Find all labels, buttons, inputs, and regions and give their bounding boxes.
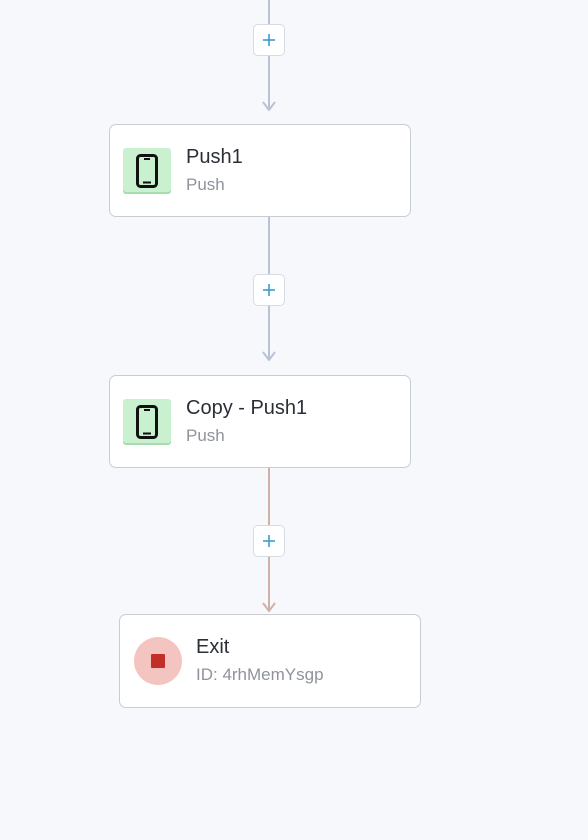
journey-node-copy-push1[interactable]: Copy - Push1 Push bbox=[109, 375, 411, 468]
connector-line bbox=[268, 217, 270, 274]
node-subtitle: Push bbox=[186, 426, 225, 445]
push-node-icon bbox=[123, 148, 171, 194]
plus-icon bbox=[263, 34, 275, 46]
node-title: Copy - Push1 bbox=[186, 397, 308, 419]
add-step-button[interactable] bbox=[253, 525, 285, 557]
node-subtitle: Push bbox=[186, 175, 225, 194]
node-title: Push1 bbox=[186, 146, 243, 168]
node-title: Exit bbox=[196, 636, 230, 658]
plus-icon bbox=[263, 284, 275, 296]
arrow-down-icon bbox=[262, 351, 276, 361]
node-subtitle: ID: 4rhMemYsgp bbox=[196, 665, 324, 684]
connector-line bbox=[268, 306, 270, 358]
push-node-icon bbox=[123, 399, 171, 445]
arrow-down-icon bbox=[262, 602, 276, 612]
connector-line bbox=[268, 468, 270, 525]
arrow-down-icon bbox=[262, 101, 276, 111]
stop-icon bbox=[151, 654, 165, 668]
journey-node-push1[interactable]: Push1 Push bbox=[109, 124, 411, 217]
journey-node-exit[interactable]: Exit ID: 4rhMemYsgp bbox=[119, 614, 421, 708]
connector-line bbox=[268, 557, 270, 609]
add-step-button[interactable] bbox=[253, 24, 285, 56]
plus-icon bbox=[263, 535, 275, 547]
add-step-button[interactable] bbox=[253, 274, 285, 306]
exit-node-icon bbox=[134, 637, 182, 685]
mobile-phone-icon bbox=[136, 154, 158, 188]
connector-line bbox=[268, 0, 270, 24]
connector-line bbox=[268, 56, 270, 108]
mobile-phone-icon bbox=[136, 405, 158, 439]
